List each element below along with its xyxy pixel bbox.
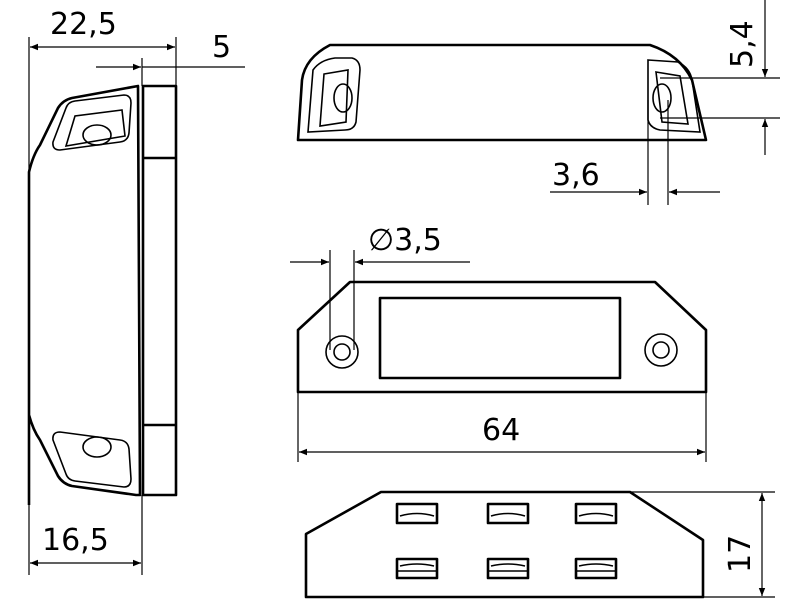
side-plate [141, 84, 178, 497]
side-bottom-mount [52, 431, 132, 488]
side-body-outline [27, 84, 142, 505]
dim-label-hole-diameter: ∅3,5 [368, 223, 442, 258]
magnet-slots [395, 502, 618, 580]
dim-label-side-width: 22,5 [50, 7, 117, 42]
top-right-mount [647, 59, 701, 133]
side-view: 22,5 5 16,5 [27, 7, 245, 575]
dim-label-slot-height: 5,4 [725, 20, 760, 68]
side-top-mount [52, 94, 132, 151]
dim-label-length: 64 [482, 413, 520, 448]
top-view: 5,4 3,6 [296, 0, 780, 205]
front-left-hole [325, 335, 359, 369]
side-top-hole [82, 124, 112, 146]
dim-label-plate-thickness: 5 [212, 30, 231, 65]
top-left-mount [307, 57, 361, 133]
front-window [378, 296, 622, 380]
bottom-view: 17 [304, 490, 775, 599]
dim-label-base-width: 16,5 [42, 523, 109, 558]
top-body-outline [296, 43, 708, 142]
dim-label-height: 17 [723, 535, 758, 573]
bottom-body-outline [304, 490, 705, 599]
side-top-mount-inner [64, 109, 126, 148]
dim-label-slot-width: 3,6 [552, 158, 600, 193]
front-view: ∅3,5 64 [290, 223, 708, 462]
side-bottom-hole [82, 436, 112, 458]
front-right-hole [644, 333, 678, 367]
